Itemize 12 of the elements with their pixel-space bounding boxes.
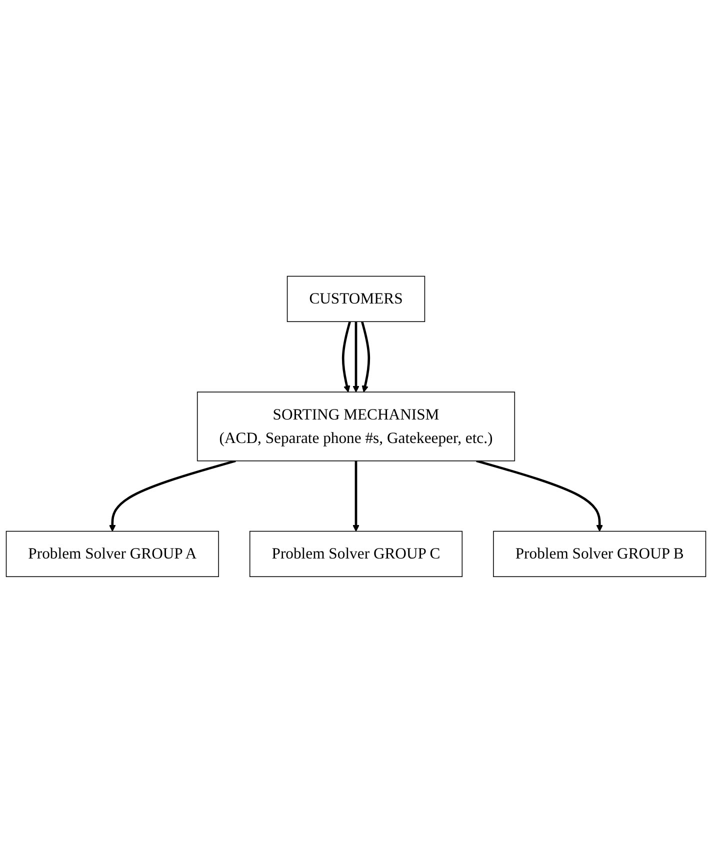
node-box xyxy=(196,391,516,461)
node-box xyxy=(249,530,463,577)
node-box xyxy=(6,530,219,577)
arrow xyxy=(342,320,351,392)
arrow xyxy=(361,320,370,392)
flowchart: CUSTOMERS SORTING MECHANISM (ACD, Separate phone #s, Gatekeeper, etc.) Problem Solver GROUP A Problem Solver GROUP C Problem Solver GROUP B xyxy=(0,270,712,582)
arrow xyxy=(476,459,604,532)
node-box xyxy=(286,275,426,322)
arrow xyxy=(108,459,236,532)
arrow xyxy=(352,460,360,532)
arrow xyxy=(352,321,360,392)
node-box xyxy=(493,530,706,577)
